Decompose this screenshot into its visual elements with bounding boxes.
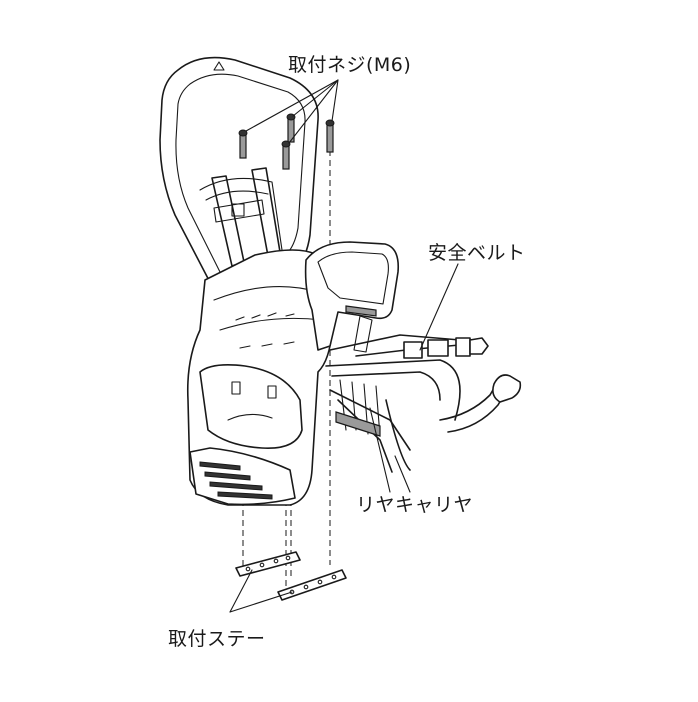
stay-right [277,569,347,601]
screw-1-icon [238,129,248,159]
footrest-slots [199,461,273,500]
mounting-screws [238,113,335,170]
screw-4-icon [325,119,335,153]
label-mounting-screws: 取付ネジ(M6) [288,54,412,76]
screw-2-icon [286,113,296,143]
label-rear-carrier: リヤキャリヤ [356,494,474,516]
rear-carrier [325,334,461,473]
label-safety-belt: 安全ベルト [428,242,526,264]
stay-left [235,551,301,577]
release-handle [439,374,522,433]
label-mounting-stays: 取付ステー [168,628,266,650]
front-guard [304,241,400,353]
safety-belt [355,337,489,359]
leader-lines [229,79,459,613]
screw-3-icon [281,140,291,170]
